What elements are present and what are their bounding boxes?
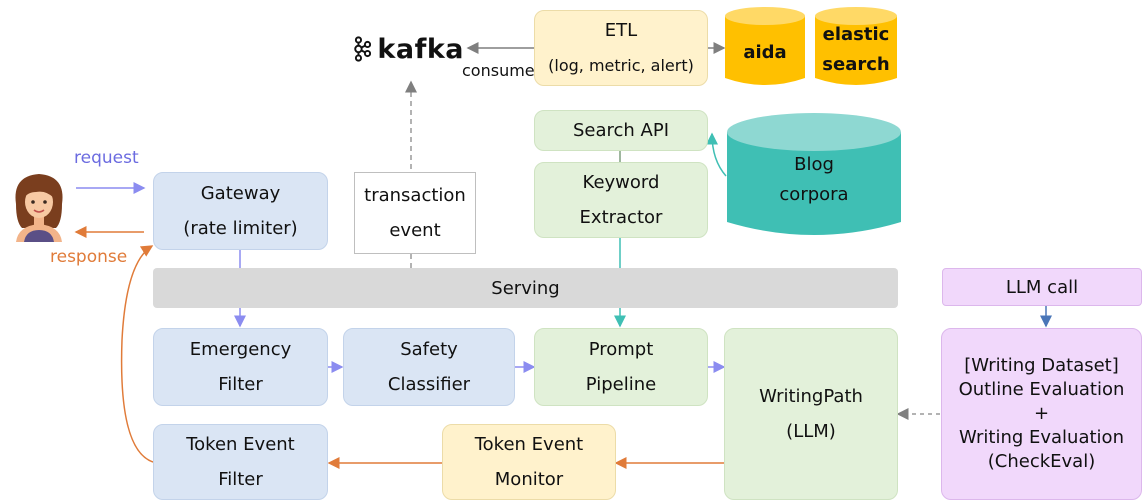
- writingpath-line1: WritingPath: [759, 386, 863, 407]
- transaction-line2: event: [389, 220, 441, 241]
- blog-corpora-label: Blog corpora: [726, 150, 902, 210]
- safety-classifier-box: Safety Classifier: [343, 328, 515, 406]
- search-api-box: Search API: [534, 110, 708, 151]
- aida-db-icon: [725, 7, 805, 85]
- transaction-line1: transaction: [364, 185, 466, 206]
- elastic-label: elastic search: [814, 20, 898, 80]
- token-event-filter-box: Token Event Filter: [153, 424, 328, 500]
- serving-bar: Serving: [153, 268, 898, 308]
- elastic-line1: elastic: [822, 24, 890, 45]
- aida-label: aida: [743, 42, 787, 63]
- keyword-line2: Extractor: [579, 207, 663, 228]
- writingpath-line2: (LLM): [786, 421, 836, 442]
- user-avatar: [15, 174, 63, 242]
- prompt-line2: Pipeline: [585, 374, 657, 395]
- token-event-monitor-box: Token Event Monitor: [442, 424, 616, 500]
- etl-title: ETL: [604, 20, 638, 41]
- token-filter-line1: Token Event: [186, 434, 295, 455]
- consume-label: consume: [462, 61, 535, 80]
- kafka-text: kafka: [377, 33, 464, 65]
- writing-dataset-box: [Writing Dataset] Outline Evaluation + W…: [941, 328, 1142, 500]
- gateway-box: Gateway (rate limiter): [153, 172, 328, 250]
- token-filter-line2: Filter: [218, 469, 263, 490]
- keyword-extractor-box: Keyword Extractor: [534, 162, 708, 238]
- emergency-line1: Emergency: [189, 339, 292, 360]
- token-monitor-line1: Token Event: [474, 434, 584, 455]
- blog-line1: Blog: [794, 154, 834, 175]
- token-monitor-line2: Monitor: [494, 469, 564, 490]
- etl-box: ETL (log, metric, alert): [534, 10, 708, 86]
- gateway-line2: (rate limiter): [183, 218, 298, 239]
- etl-subtitle: (log, metric, alert): [548, 56, 694, 75]
- dataset-line5: (CheckEval): [987, 451, 1096, 472]
- keyword-line1: Keyword: [582, 172, 660, 193]
- request-label: request: [74, 148, 139, 168]
- response-label: response: [50, 247, 128, 267]
- writingpath-box: WritingPath (LLM): [724, 328, 898, 500]
- blog-corpora-db-icon: [727, 113, 901, 235]
- filter-to-gateway-arrow: [120, 245, 154, 463]
- kafka-logo: kafka: [352, 23, 464, 75]
- blog-line2: corpora: [779, 184, 849, 205]
- gateway-line1: Gateway: [200, 183, 281, 204]
- dataset-line4: Writing Evaluation: [959, 427, 1124, 448]
- dataset-line3: +: [1033, 403, 1050, 424]
- dataset-line2: Outline Evaluation: [958, 379, 1125, 400]
- safety-line1: Safety: [400, 339, 458, 360]
- prompt-line1: Prompt: [588, 339, 654, 360]
- transaction-event-box: transaction event: [354, 172, 476, 254]
- emergency-filter-box: Emergency Filter: [153, 328, 328, 406]
- elastic-line2: search: [822, 54, 890, 75]
- elastic-db-icon: [815, 7, 897, 85]
- emergency-line2: Filter: [218, 374, 263, 395]
- blog-to-search-arrow: [706, 132, 727, 177]
- safety-line2: Classifier: [387, 374, 471, 395]
- kafka-icon: [354, 36, 372, 62]
- llm-call-box: LLM call: [942, 268, 1142, 306]
- serving-label: Serving: [491, 277, 560, 299]
- llm-call-label: LLM call: [1005, 276, 1079, 298]
- dataset-line1: [Writing Dataset]: [964, 355, 1119, 376]
- prompt-pipeline-box: Prompt Pipeline: [534, 328, 708, 406]
- search-api-label: Search API: [572, 120, 670, 141]
